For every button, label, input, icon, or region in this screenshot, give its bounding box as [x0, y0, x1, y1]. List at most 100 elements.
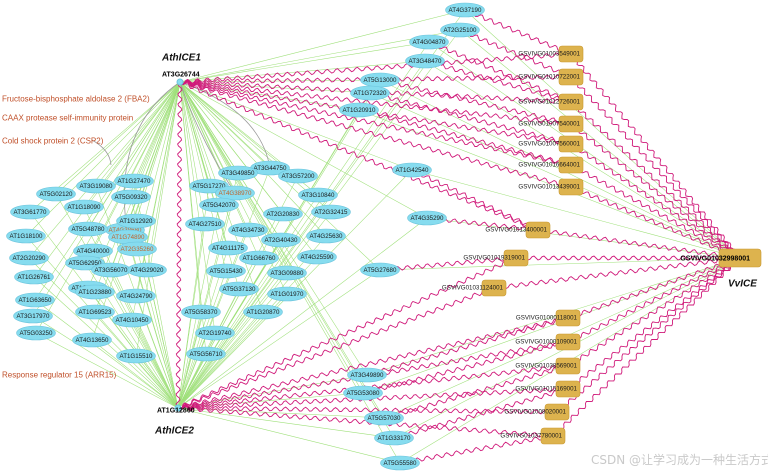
edge-ice1-cluster: [33, 81, 181, 278]
edge-gene-gsv: [459, 29, 572, 78]
gene-label: AT4G29020: [131, 267, 164, 274]
edge-ice2-cluster: [177, 311, 202, 409]
gsv-node: [525, 221, 551, 239]
gene-node: [267, 265, 307, 281]
gene-label: AT5G62950: [69, 260, 102, 267]
gsv-label: GSVIVG01019319001: [463, 255, 525, 262]
edge-ice1-cluster: [55, 81, 181, 195]
edge-vv-right: [428, 41, 741, 259]
gene-label: AT1G18090: [68, 204, 101, 211]
gene-label: AT5G02120: [40, 191, 73, 198]
edge-ice2-right: [177, 29, 461, 409]
gene-label: AT4G11175: [212, 245, 245, 252]
edge-ice2-cluster: [177, 311, 264, 409]
gsv-label: GSVIVG01013439001: [518, 184, 580, 191]
gene-label: AT3G61770: [14, 209, 47, 216]
gene-node: [392, 162, 432, 178]
gsv-label: GSVIVG01000109001: [515, 339, 577, 346]
gene-node: [380, 455, 420, 471]
gene-node: [215, 185, 255, 201]
gene-label: AT2G35260: [121, 246, 154, 253]
gene-label: AT5G42070: [203, 202, 236, 209]
gene-label: AT4G35290: [411, 215, 444, 222]
gene-node: [347, 367, 387, 383]
gene-node: [13, 308, 53, 324]
edge-ice1-cluster: [95, 81, 181, 187]
edge-ice2-right: [177, 407, 401, 464]
edge-gsv-vv: [570, 101, 741, 259]
gene-node: [185, 216, 225, 232]
edge-vv-right: [426, 217, 741, 259]
gene-node: [218, 165, 258, 181]
gene-node: [311, 204, 351, 220]
edge-vv-right: [366, 257, 741, 376]
edge-ice1-right: [179, 81, 413, 171]
ice2-hub-node: [174, 404, 182, 412]
gsv-node: [555, 357, 581, 375]
gene-label: AT1G12920: [120, 218, 153, 225]
edge-gsv-vv: [567, 258, 742, 368]
gene-node: [228, 222, 268, 238]
gene-label: AT3G19080: [80, 183, 113, 190]
gsv-node: [503, 249, 529, 267]
edge-ice1-gsv: [179, 81, 572, 166]
gene-node: [9, 250, 49, 266]
gene-label: AT1G18100: [10, 233, 43, 240]
edge-ice2-right: [177, 217, 428, 409]
ortholog-link: [123, 81, 181, 238]
edge-gsv-vv: [556, 256, 740, 413]
gene-label: AT1G01970: [271, 291, 304, 298]
gene-label: AT2G20830: [267, 211, 300, 218]
gene-label: AT3G09880: [271, 270, 304, 277]
gene-label: AT4G13650: [76, 337, 109, 344]
gsv-node: [558, 45, 584, 63]
gene-label: AT5G13000: [364, 77, 397, 84]
edge-gene-gsv: [428, 41, 571, 104]
gene-node: [64, 199, 104, 215]
edge-gene-gsv: [424, 60, 571, 104]
gene-node: [405, 53, 445, 69]
gene-label: AT3G48470: [409, 58, 442, 65]
edge-ice2-cluster: [177, 270, 227, 409]
edge-ice2-cluster: [177, 172, 239, 409]
caax-annotation: CAAX protease self-immunity protein: [2, 114, 133, 123]
gene-label: AT5G56710: [190, 351, 223, 358]
edge-ice2-gsv: [177, 285, 494, 410]
athice2-title: AthICE2: [154, 426, 194, 437]
gene-label: AT2G20290: [13, 255, 46, 262]
gene-label: AT1G72320: [354, 90, 387, 97]
edge-vv-right: [358, 109, 741, 259]
gene-label: AT1G23880: [79, 289, 112, 296]
ice2-hub-label: AT1G12860: [157, 408, 195, 415]
gene-node: [14, 269, 54, 285]
gene-label: AT4G24790: [120, 293, 153, 300]
gene-label: AT4G37190: [449, 7, 482, 14]
gene-node: [36, 186, 76, 202]
gene-label: AT3G44750: [254, 165, 287, 172]
edge-vv-right: [379, 257, 741, 271]
gsv-node: [555, 380, 581, 398]
csp2-annotation: Cold shock protein 2 (CSP2): [2, 137, 104, 146]
gene-node: [440, 22, 480, 38]
edge-ice1-right: [179, 41, 430, 83]
edge-gene-gsv: [379, 79, 572, 126]
edge-gsv-vv: [570, 186, 740, 261]
gene-label: AT4G38970: [219, 190, 252, 197]
gene-label: AT3G57200: [282, 173, 315, 180]
edge-gsv-vv: [493, 255, 741, 291]
edge-ice2-gsv: [177, 316, 569, 411]
gene-node: [199, 197, 239, 213]
gsv-node: [555, 309, 581, 327]
magenta-edges: [175, 9, 742, 466]
gene-label: AT4G04870: [413, 39, 446, 46]
edge-gsv-vv: [570, 53, 740, 259]
arr15-annotation: Response regulator 15 (ARR15): [2, 371, 117, 380]
gsv-label: GSVIVG01007560001: [518, 141, 580, 148]
edge-ice1-cluster: [28, 81, 181, 259]
gene-label: AT3G49850: [222, 170, 255, 177]
ortholog-link: [179, 81, 271, 169]
gene-label: AT1G42540: [396, 167, 429, 174]
edge-ice2-cluster: [135, 355, 179, 409]
edge-ice1-ice2: [175, 81, 183, 409]
gene-node: [75, 284, 115, 300]
